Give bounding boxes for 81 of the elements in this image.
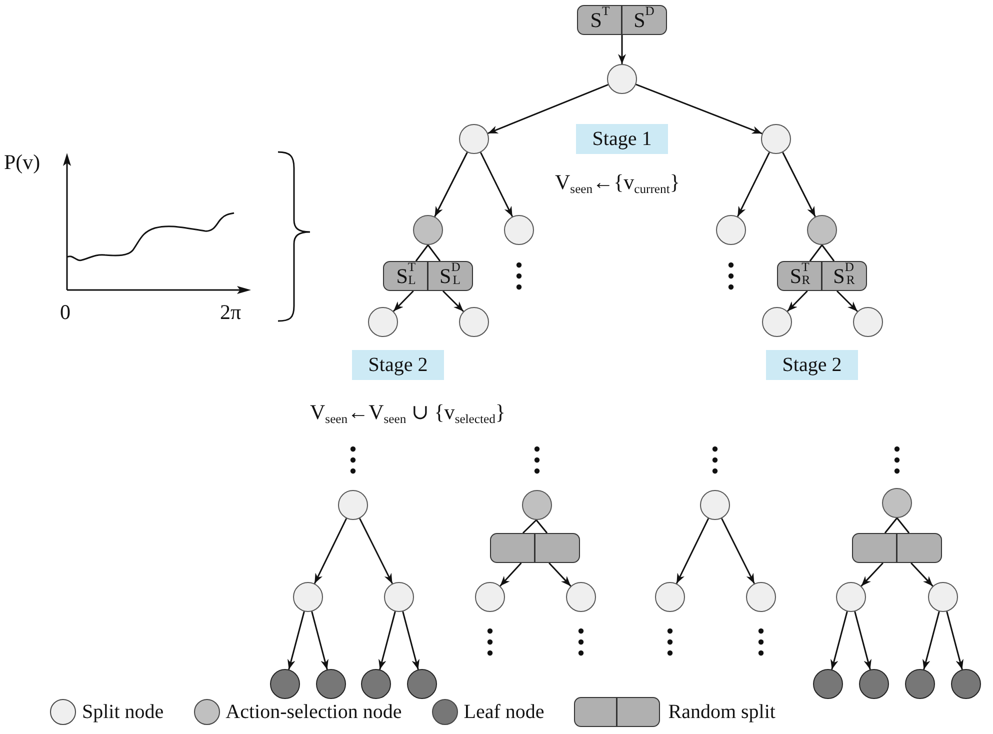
- split-node-circle: [368, 307, 398, 337]
- stage-label: Stage 1: [576, 124, 668, 154]
- leaf-node-circle: [407, 669, 437, 699]
- connector-line: [522, 519, 548, 534]
- arrow: [854, 611, 872, 670]
- split-node-circle: [384, 582, 414, 612]
- formula-label: V$_{seen}$←{v$_{current}$}: [555, 170, 680, 195]
- split-node-circle: [459, 307, 489, 337]
- split-node-circle: [475, 582, 505, 612]
- arrow: [910, 562, 934, 587]
- split-node-circle: [504, 215, 534, 245]
- formula-label: V$_{seen}$←V$_{seen}$ ∪ {v$_{selected}$}: [310, 400, 506, 425]
- stage-label: Stage 2: [352, 350, 444, 380]
- legend-label: Leaf node: [464, 700, 544, 724]
- arrow: [836, 290, 858, 312]
- split-node-circle: [716, 215, 746, 245]
- leaf-node-circle: [316, 669, 346, 699]
- arrow: [830, 611, 848, 670]
- split-node-circle: [655, 582, 685, 612]
- split-node-circle: [853, 307, 883, 337]
- stage-label: Stage 2: [766, 350, 858, 380]
- split-node-circle: [700, 490, 730, 520]
- split-node-circle: [607, 64, 637, 94]
- split-node-circle: [566, 582, 596, 612]
- arrow: [402, 611, 420, 670]
- formula-label: P(v): [4, 150, 40, 175]
- arrow: [392, 290, 414, 312]
- split-set-label: S$^{T}$: [589, 6, 611, 34]
- arrow: [548, 562, 572, 587]
- leaf-node-circle: [813, 669, 843, 699]
- arrow: [314, 518, 348, 584]
- split-node-circle: [761, 124, 791, 154]
- arrow: [721, 518, 755, 584]
- action-selection-node-circle: [882, 488, 912, 518]
- leaf-node-circle: [905, 669, 935, 699]
- arrow: [618, 35, 626, 64]
- arrow: [359, 518, 393, 584]
- arrow: [946, 611, 964, 670]
- random-split-box: [777, 261, 867, 291]
- random-split-box: [852, 533, 942, 563]
- action-selection-node-circle: [807, 215, 837, 245]
- split-node-circle: [746, 582, 776, 612]
- arrow: [786, 290, 808, 312]
- action-selection-node-circle: [522, 490, 552, 520]
- arrow: [480, 152, 514, 217]
- arrow: [378, 611, 396, 670]
- split-node-circle: [459, 124, 489, 154]
- random-split-box: [383, 261, 473, 291]
- legend-label: Action-selection node: [226, 700, 402, 724]
- leaf-node-circle: [361, 669, 391, 699]
- arrow: [922, 611, 940, 670]
- random-split-box: [577, 5, 667, 35]
- arrow: [782, 152, 816, 217]
- arrow: [500, 562, 522, 586]
- legend-label: Split node: [82, 700, 164, 724]
- connector-line: [809, 244, 835, 262]
- split-node-circle: [762, 307, 792, 337]
- arrow: [736, 152, 770, 217]
- arrow: [488, 84, 608, 134]
- axis-tick-label: 2π: [220, 300, 242, 325]
- leaf-node-circle: [859, 669, 889, 699]
- split-node-circle: [836, 582, 866, 612]
- random-split-box: [490, 533, 580, 563]
- split-set-label: S$^{D}$: [632, 6, 656, 34]
- action-selection-node-circle: [413, 215, 443, 245]
- axis-tick-label: 0: [60, 300, 70, 325]
- arrow: [434, 152, 468, 217]
- leaf-node-circle: [951, 669, 981, 699]
- connector-line: [415, 244, 441, 262]
- arrow: [288, 611, 305, 670]
- legend-label: Random split: [668, 700, 776, 724]
- leaf-node-circle: [270, 669, 300, 699]
- arrow: [442, 290, 464, 312]
- arrow: [860, 562, 884, 587]
- arrow: [636, 84, 762, 134]
- connector-line: [884, 517, 910, 534]
- split-node-circle: [928, 582, 958, 612]
- split-node-circle: [293, 582, 323, 612]
- arrow: [676, 518, 710, 584]
- split-node-circle: [338, 490, 368, 520]
- arrow: [311, 611, 328, 670]
